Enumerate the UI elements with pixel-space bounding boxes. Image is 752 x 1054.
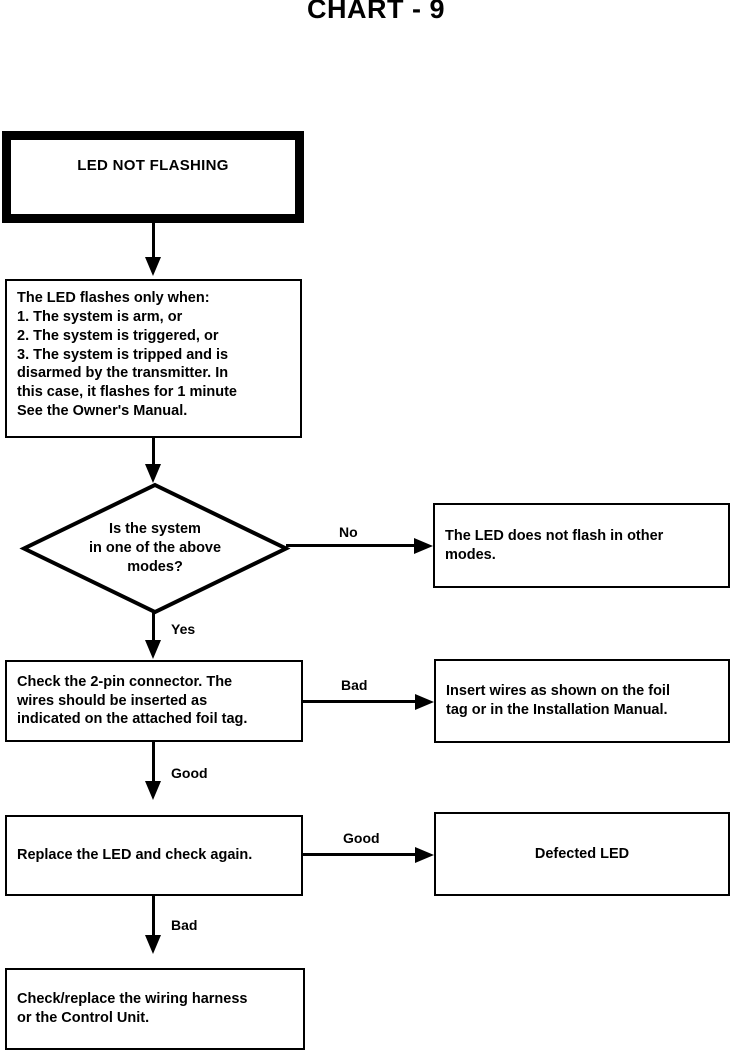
edge-label-no: No (339, 524, 358, 540)
connector-check-to-replace-led (152, 742, 155, 783)
connector-replace-to-defected-led (303, 853, 417, 856)
connector-start-to-info (152, 223, 155, 259)
node-check-2pin-connector-label: Check the 2-pin connector. The wires sho… (17, 673, 248, 728)
connector-check-to-insert-wires (303, 700, 417, 703)
edge-label-good-replace: Good (343, 830, 380, 846)
node-insert-wires[interactable]: Insert wires as shown on the foil tag or… (434, 659, 730, 743)
node-decision-system-modes-label: Is the system in one of the above modes? (88, 520, 222, 576)
node-check-wiring-harness-label: Check/replace the wiring harness or the … (17, 991, 248, 1026)
node-defected-led-label: Defected LED (534, 845, 630, 862)
arrowhead-check-to-replace-led (145, 781, 161, 800)
page-title: CHART - 9 (307, 0, 445, 24)
node-led-flash-conditions[interactable]: The LED flashes only when: 1. The system… (5, 279, 302, 438)
arrowhead-check-to-insert-wires (415, 694, 434, 710)
connector-replace-to-check-harness (152, 896, 155, 937)
node-decision-system-modes[interactable]: Is the system in one of the above modes? (19, 482, 291, 615)
node-defected-led[interactable]: Defected LED (434, 812, 730, 896)
arrowhead-replace-to-defected-led (415, 847, 434, 863)
diamond-shape (19, 482, 291, 615)
connector-decision-to-check-connector (152, 612, 155, 642)
connector-info-to-decision (152, 438, 155, 466)
edge-label-bad-connector: Bad (341, 677, 368, 693)
edge-label-yes: Yes (171, 621, 196, 637)
node-led-no-flash-other-modes-label: The LED does not flash in other modes. (445, 527, 664, 563)
node-check-wiring-harness[interactable]: Check/replace the wiring harness or the … (5, 968, 305, 1050)
arrowhead-info-to-decision (145, 464, 161, 483)
arrowhead-decision-to-no-branch (414, 538, 433, 554)
edge-label-bad-replace: Bad (171, 917, 198, 933)
node-led-not-flashing-label: LED NOT FLASHING (77, 157, 229, 174)
node-led-not-flashing[interactable]: LED NOT FLASHING (2, 131, 304, 223)
node-led-no-flash-other-modes[interactable]: The LED does not flash in other modes. (433, 503, 730, 588)
node-check-2pin-connector[interactable]: Check the 2-pin connector. The wires sho… (5, 660, 303, 742)
arrowhead-decision-to-check-connector (145, 640, 161, 659)
edge-label-good-connector: Good (171, 765, 208, 781)
connector-decision-to-no-branch (286, 544, 416, 547)
node-replace-led-label: Replace the LED and check again. (17, 847, 253, 864)
node-replace-led[interactable]: Replace the LED and check again. (5, 815, 303, 896)
node-insert-wires-label: Insert wires as shown on the foil tag or… (446, 683, 670, 718)
arrowhead-start-to-info (145, 257, 161, 276)
node-led-flash-conditions-label: The LED flashes only when: 1. The system… (17, 290, 237, 420)
arrowhead-replace-to-check-harness (145, 935, 161, 954)
